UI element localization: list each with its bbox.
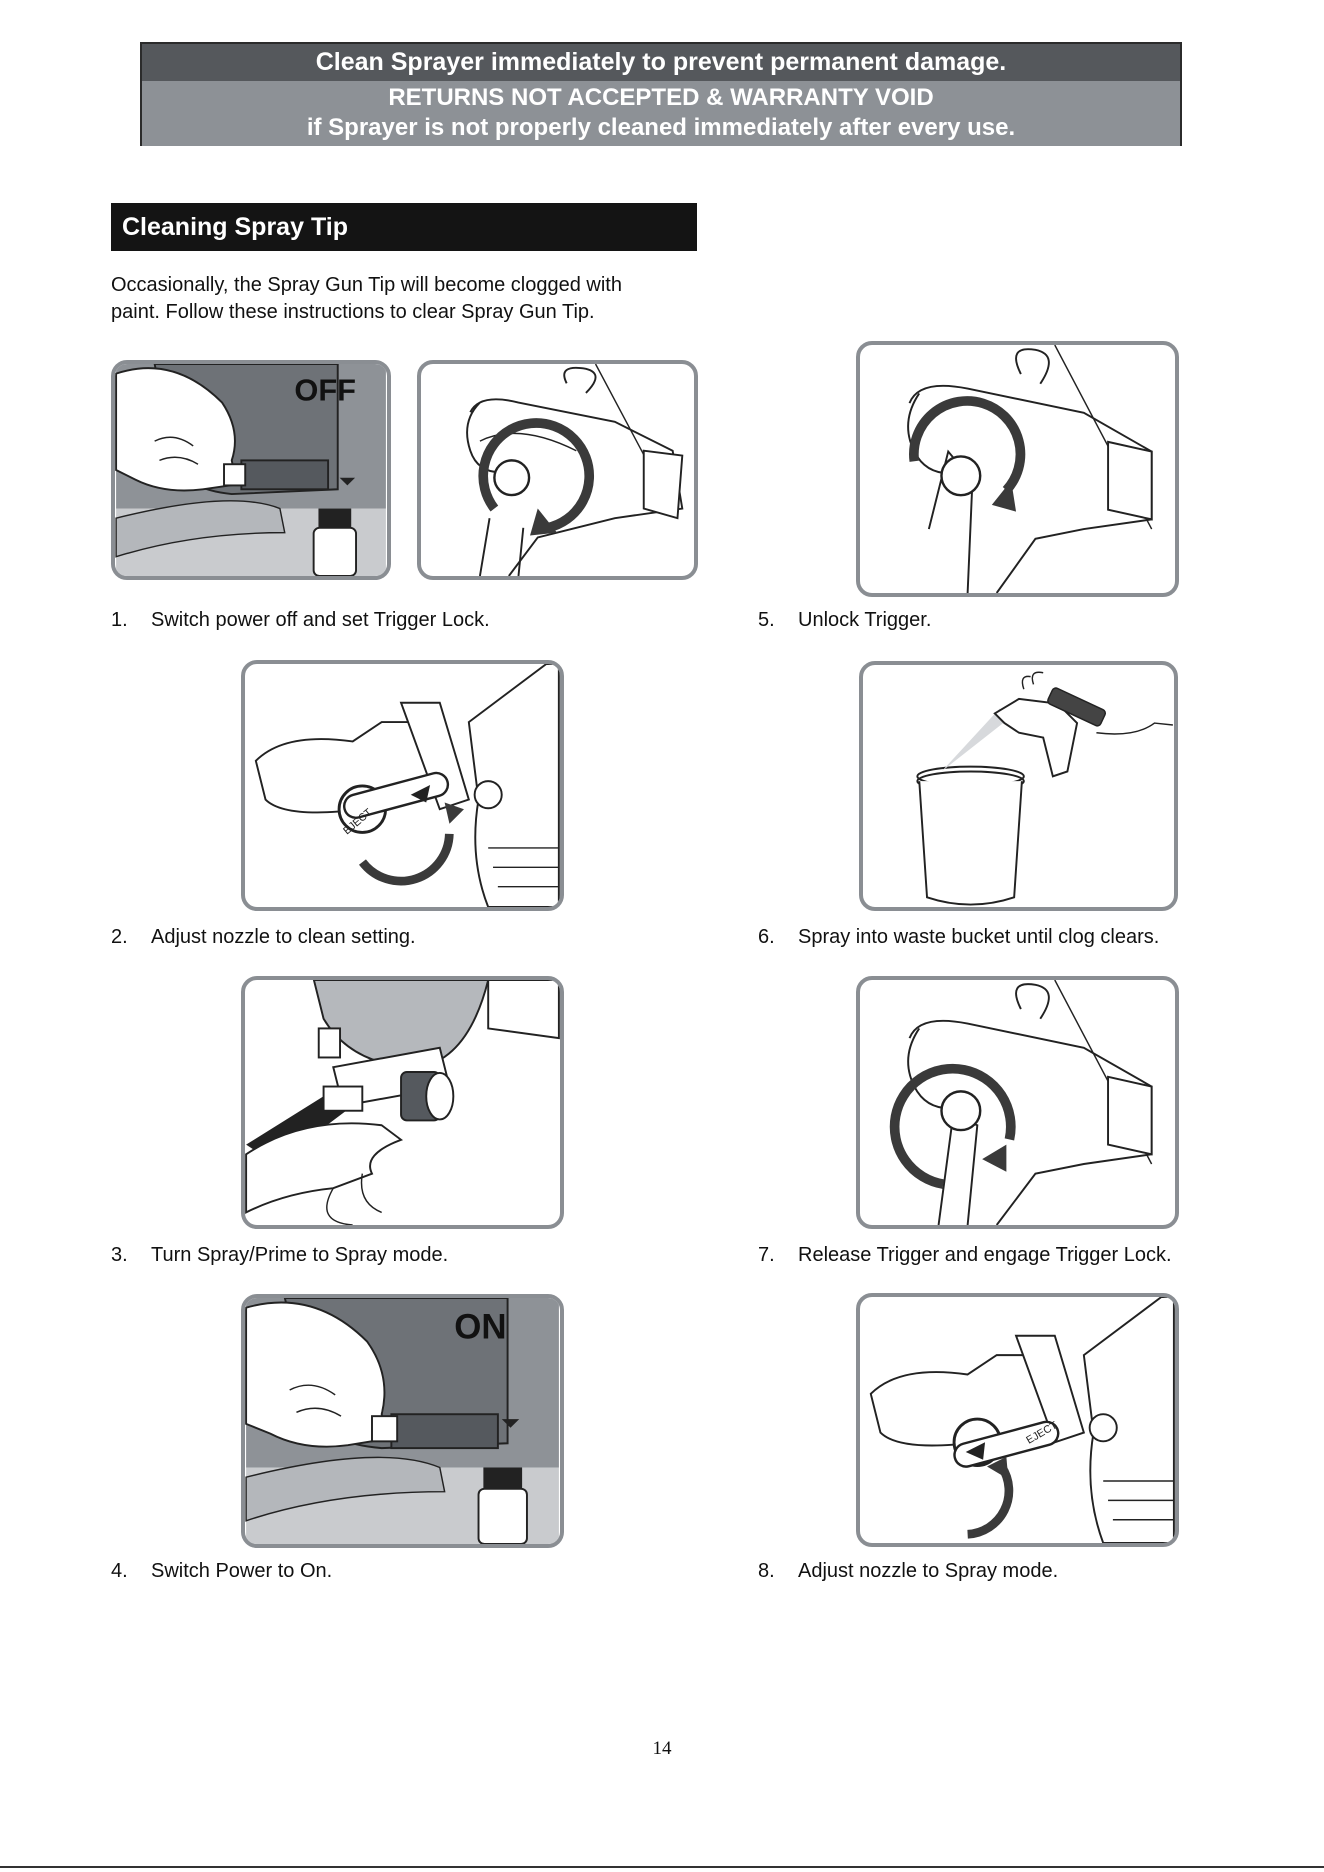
- step-6-spray-bucket-illustration: [859, 661, 1178, 911]
- step-8-caption: 8.Adjust nozzle to Spray mode.: [758, 1559, 1058, 1583]
- step-2-number: 2.: [111, 925, 151, 949]
- step-1-trigger-lock-illustration: [417, 360, 698, 580]
- step-8-number: 8.: [758, 1559, 798, 1583]
- step-4-power-on-illustration: ON: [241, 1294, 564, 1548]
- bottom-rule: [0, 1866, 1324, 1868]
- warning-lines-2-3: RETURNS NOT ACCEPTED & WARRANTY VOID if …: [142, 81, 1180, 146]
- step-3-spray-prime-illustration: [241, 976, 564, 1229]
- step-7-text: Release Trigger and engage Trigger Lock.: [798, 1244, 1172, 1266]
- step-7-trigger-lock-illustration: [856, 976, 1179, 1229]
- step-1-number: 1.: [111, 608, 151, 632]
- intro-text: Occasionally, the Spray Gun Tip will bec…: [111, 272, 701, 326]
- step-1-caption: 1.Switch power off and set Trigger Lock.: [111, 608, 490, 632]
- step-6-caption: 6.Spray into waste bucket until clog cle…: [758, 925, 1159, 949]
- step-1-text: Switch power off and set Trigger Lock.: [151, 609, 490, 631]
- step-3-caption: 3.Turn Spray/Prime to Spray mode.: [111, 1243, 448, 1267]
- step-5-caption: 5.Unlock Trigger.: [758, 608, 931, 632]
- step-5-unlock-trigger-illustration: [856, 341, 1179, 597]
- warning-line-2: RETURNS NOT ACCEPTED & WARRANTY VOID: [142, 83, 1180, 113]
- step-4-number: 4.: [111, 1559, 151, 1583]
- off-label: OFF: [294, 373, 356, 408]
- step-7-number: 7.: [758, 1243, 798, 1267]
- on-label: ON: [454, 1308, 506, 1347]
- step-2-nozzle-clean-illustration: EJECT: [241, 660, 564, 911]
- step-3-number: 3.: [111, 1243, 151, 1267]
- step-4-caption: 4.Switch Power to On.: [111, 1559, 332, 1583]
- warning-banner: Clean Sprayer immediately to prevent per…: [140, 42, 1182, 146]
- section-title: Cleaning Spray Tip: [111, 203, 697, 251]
- step-2-caption: 2.Adjust nozzle to clean setting.: [111, 925, 416, 949]
- step-5-number: 5.: [758, 608, 798, 632]
- step-6-text: Spray into waste bucket until clog clear…: [798, 926, 1159, 948]
- intro-line-2: paint. Follow these instructions to clea…: [111, 299, 701, 326]
- step-1-power-off-illustration: OFF: [111, 360, 391, 580]
- page-number: 14: [0, 1738, 1324, 1760]
- warning-line-1: Clean Sprayer immediately to prevent per…: [142, 44, 1180, 81]
- warning-line-3: if Sprayer is not properly cleaned immed…: [142, 113, 1180, 143]
- step-5-text: Unlock Trigger.: [798, 609, 931, 631]
- step-6-number: 6.: [758, 925, 798, 949]
- step-7-caption: 7.Release Trigger and engage Trigger Loc…: [758, 1243, 1172, 1267]
- step-4-text: Switch Power to On.: [151, 1560, 332, 1582]
- step-8-text: Adjust nozzle to Spray mode.: [798, 1560, 1058, 1582]
- step-2-text: Adjust nozzle to clean setting.: [151, 926, 416, 948]
- intro-line-1: Occasionally, the Spray Gun Tip will bec…: [111, 272, 701, 299]
- step-3-text: Turn Spray/Prime to Spray mode.: [151, 1244, 448, 1266]
- step-8-nozzle-spray-illustration: EJECT: [856, 1293, 1179, 1547]
